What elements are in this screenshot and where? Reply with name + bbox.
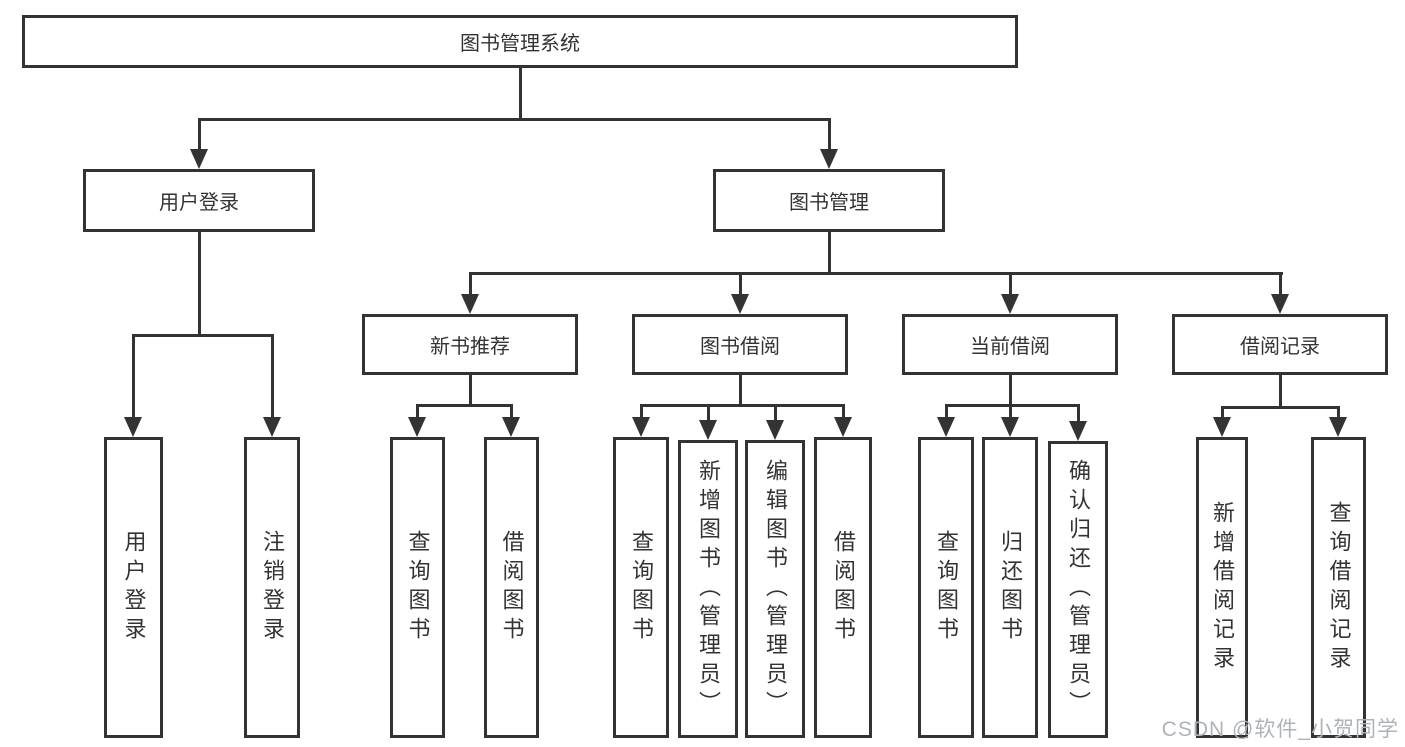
arrowhead-icon (263, 417, 281, 437)
arrow-to-leaf-borrow-book-newrec (502, 404, 520, 437)
arrowhead-icon (1213, 417, 1231, 437)
leaf-query-book-newrec: 查询图书 (390, 437, 445, 738)
arrow-to-leaf-user-login (124, 334, 142, 437)
arrowhead-icon (699, 420, 717, 440)
connector-bookmgmt-stem (828, 232, 831, 275)
arrow-to-leaf-query-book-current (937, 404, 955, 437)
arrowhead-icon (820, 149, 838, 169)
arrow-to-user-login (190, 118, 208, 169)
node-book-management: 图书管理 (713, 169, 945, 232)
arrowhead-icon (408, 417, 426, 437)
connector-currentborrow-branch (945, 404, 1080, 407)
arrowhead-icon (937, 417, 955, 437)
connector-root-branch (198, 118, 831, 121)
arrow-to-book-management (820, 118, 838, 169)
arrow-to-leaf-query-record (1329, 406, 1347, 437)
leaf-add-book-admin: 新增图书（管理员） (678, 440, 738, 738)
arrow-to-borrow-record (1271, 272, 1289, 314)
connector-root-stem (519, 68, 522, 121)
leaf-return-book: 归还图书 (982, 437, 1038, 738)
leaf-borrow-book-borrow: 借阅图书 (814, 437, 872, 738)
connector-bookborrow-stem (739, 375, 742, 406)
arrow-to-leaf-add-record (1213, 406, 1231, 437)
arrowhead-icon (461, 294, 479, 314)
arrow-to-leaf-query-book-borrow (632, 404, 650, 437)
arrow-to-leaf-return-book (1001, 404, 1019, 437)
connector-bookborrow-branch (640, 404, 845, 407)
arrowhead-icon (834, 417, 852, 437)
connector-userlogin-branch (132, 334, 274, 337)
connector-currentborrow-stem (1009, 375, 1012, 406)
node-user-login: 用户登录 (83, 169, 315, 232)
leaf-borrow-book-newrec: 借阅图书 (484, 437, 539, 738)
node-root: 图书管理系统 (22, 15, 1018, 68)
leaf-logout: 注销登录 (244, 437, 300, 738)
arrow-to-current-borrow (1001, 272, 1019, 314)
leaf-query-borrow-record: 查询借阅记录 (1311, 437, 1366, 738)
node-current-borrow: 当前借阅 (902, 314, 1118, 375)
arrowhead-icon (632, 417, 650, 437)
leaf-add-borrow-record: 新增借阅记录 (1196, 437, 1248, 738)
arrowhead-icon (1001, 417, 1019, 437)
node-book-borrow: 图书借阅 (632, 314, 848, 375)
watermark: CSDN @软件_小贺同学 (1161, 718, 1399, 741)
arrowhead-icon (502, 417, 520, 437)
arrowhead-icon (731, 294, 749, 314)
node-borrow-record: 借阅记录 (1172, 314, 1388, 375)
arrow-to-leaf-confirm-return (1069, 404, 1087, 441)
connector-bookmgmt-branch (469, 272, 1283, 275)
arrow-to-leaf-edit-book (766, 404, 784, 440)
arrow-to-book-borrow (731, 272, 749, 314)
leaf-edit-book-admin: 编辑图书（管理员） (745, 440, 805, 738)
connector-newrec-branch (416, 404, 513, 407)
leaf-confirm-return-admin: 确认归还（管理员） (1048, 441, 1108, 738)
leaf-user-login: 用户登录 (104, 437, 163, 738)
connector-newrec-stem (469, 375, 472, 406)
node-new-book-recommend: 新书推荐 (362, 314, 578, 375)
arrowhead-icon (1329, 417, 1347, 437)
arrowhead-icon (190, 149, 208, 169)
arrowhead-icon (1271, 294, 1289, 314)
arrow-to-new-book-recommend (461, 272, 479, 314)
arrow-to-leaf-borrow-book-borrow (834, 404, 852, 437)
arrowhead-icon (766, 420, 784, 440)
arrowhead-icon (1001, 294, 1019, 314)
arrow-to-leaf-add-book (699, 404, 717, 440)
leaf-query-book-borrow: 查询图书 (613, 437, 669, 738)
arrowhead-icon (1069, 421, 1087, 441)
connector-borrowrecord-branch (1221, 406, 1340, 409)
connector-userlogin-stem (198, 232, 201, 337)
arrow-to-leaf-query-book-newrec (408, 404, 426, 437)
leaf-query-book-current: 查询图书 (918, 437, 974, 738)
arrowhead-icon (124, 417, 142, 437)
connector-borrowrecord-stem (1279, 375, 1282, 408)
arrow-to-leaf-logout (263, 334, 281, 437)
